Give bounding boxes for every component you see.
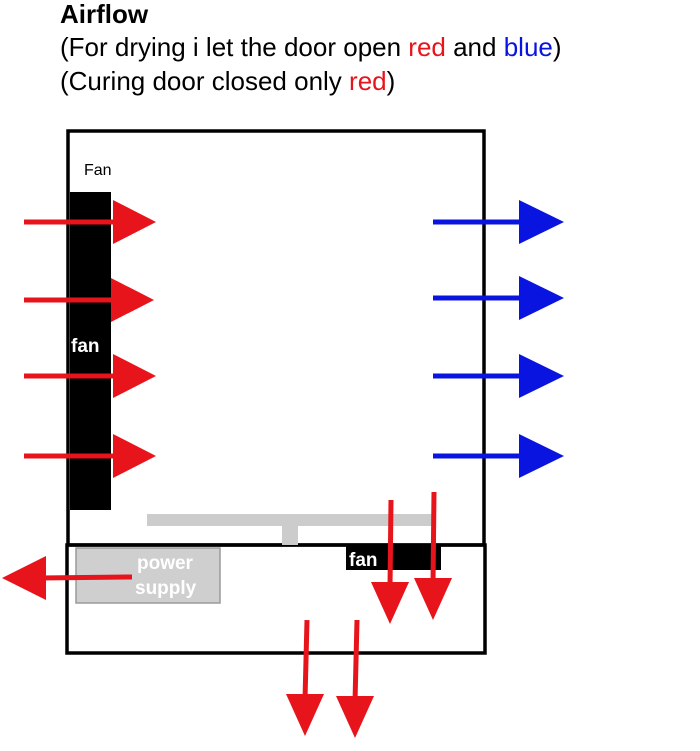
header: Airflow (For drying i let the door open … [60, 0, 562, 98]
description-line-2-red: red [349, 66, 387, 96]
red-intake-arrow-1 [24, 200, 156, 244]
red-down-arrow-1 [371, 499, 409, 624]
power-supply-label-line-1: power [137, 553, 194, 574]
base-compartment [65, 543, 487, 655]
shelf-stem [282, 526, 298, 545]
power-supply-label-line-2: supply [135, 578, 197, 599]
diagram-title: Airflow [60, 0, 149, 29]
description-line-1: (For drying i let the door open red and … [60, 30, 562, 64]
fan-bottom-label: fan [349, 550, 378, 571]
shelf-bar [147, 514, 432, 526]
description-line-2: (Curing door closed only red) [60, 64, 562, 98]
description-line-2-close: ) [386, 66, 396, 96]
red-down-arrow-3 [286, 619, 324, 736]
red-down-arrow-2 [414, 491, 452, 620]
blue-exhaust-arrow-3 [433, 354, 564, 398]
description-line-1-blue: blue [503, 32, 553, 62]
red-intake-arrow-2 [24, 278, 154, 322]
red-left-arrow-power [2, 556, 133, 600]
bottom-fan [346, 546, 441, 570]
blue-exhaust-arrow-1 [433, 200, 564, 244]
description-line-1-and: and [445, 32, 504, 62]
red-intake-arrow-4 [24, 434, 156, 478]
description-line-1-text: (For drying i let the door open [60, 32, 409, 62]
blue-exhaust-arrow-4 [433, 434, 564, 478]
description-line-1-close: ) [552, 32, 562, 62]
fan-left-label: fan [71, 336, 100, 357]
enclosure-box [66, 129, 486, 547]
blue-exhaust-arrow-2 [433, 276, 564, 320]
red-intake-arrow-3 [24, 354, 156, 398]
description-line-2-text: (Curing door closed only [60, 66, 350, 96]
fan-top-label: Fan [84, 162, 112, 179]
red-down-arrow-4 [336, 619, 374, 738]
description-line-1-red: red [408, 32, 446, 62]
